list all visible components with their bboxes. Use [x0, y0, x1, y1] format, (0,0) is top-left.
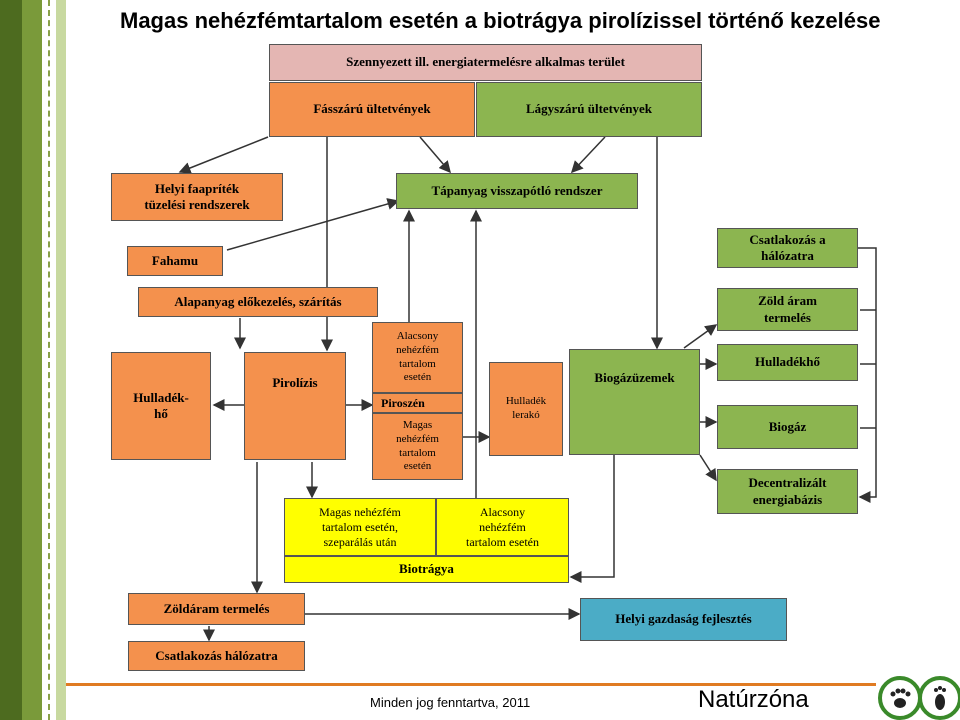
paw-footprint-logo-icon: [878, 676, 960, 720]
box-alapanyag-elokezeles: Alapanyag előkezelés, szárítás: [138, 287, 378, 317]
box-zoldaram-termeles-bottom: Zöldáram termelés: [128, 593, 305, 625]
side-band-dashes: [48, 0, 50, 720]
box-decentralizalt-energiabazis: Decentralizált energiabázis: [717, 469, 858, 514]
box-biogazuzemek: Biogázüzemek: [569, 349, 700, 455]
brand-name: Natúrzóna: [698, 686, 809, 713]
box-helyi-faapritek: Helyi faapríték tüzelési rendszerek: [111, 173, 283, 221]
box-csatlakozas-halozatra-bottom: Csatlakozás hálózatra: [128, 641, 305, 671]
side-band-mid: [22, 0, 42, 720]
box-hulladekho-left: Hulladék- hő: [111, 352, 211, 460]
box-tapanyag-visszapotlo: Tápanyag visszapótló rendszer: [396, 173, 638, 209]
box-szennyezett-terulet: Szennyezett ill. energiatermelésre alkal…: [269, 44, 702, 81]
box-biogaz: Biogáz: [717, 405, 858, 449]
slide-title: Magas nehézfémtartalom esetén a biotrágy…: [120, 8, 881, 33]
footer-copyright: Minden jog fenntartva, 2011: [370, 695, 531, 710]
box-zold-aram-termeles: Zöld áram termelés: [717, 288, 858, 331]
box-magas-nehezfem: Magas nehézfém tartalom esetén: [372, 413, 463, 480]
side-band-dark: [0, 0, 22, 720]
footer-divider: [66, 683, 876, 686]
box-fasszaru-ultetvenyek: Fásszárú ültetvények: [269, 82, 475, 137]
box-biotragya-alacsony: Alacsony nehézfém tartalom esetén: [436, 498, 569, 556]
box-pirolizis: Pirolízis: [244, 352, 346, 460]
box-csatlakozas-halozatra-right: Csatlakozás a hálózatra: [717, 228, 858, 268]
box-hulladek-lerako: Hulladék lerakó: [489, 362, 563, 456]
box-helyi-gazdasag-fejlesztes: Helyi gazdaság fejlesztés: [580, 598, 787, 641]
box-fahamu: Fahamu: [127, 246, 223, 276]
box-piroszen: Piroszén: [372, 393, 463, 413]
side-band-light: [56, 0, 66, 720]
box-lagyszaru-ultetvenyek: Lágyszárú ültetvények: [476, 82, 702, 137]
box-alacsony-nehezfem: Alacsony nehézfém tartalom esetén: [372, 322, 463, 393]
box-hulladekho-right: Hulladékhő: [717, 344, 858, 381]
box-biotragya-magas: Magas nehézfém tartalom esetén, szeparál…: [284, 498, 436, 556]
box-biotragya: Biotrágya: [284, 556, 569, 583]
